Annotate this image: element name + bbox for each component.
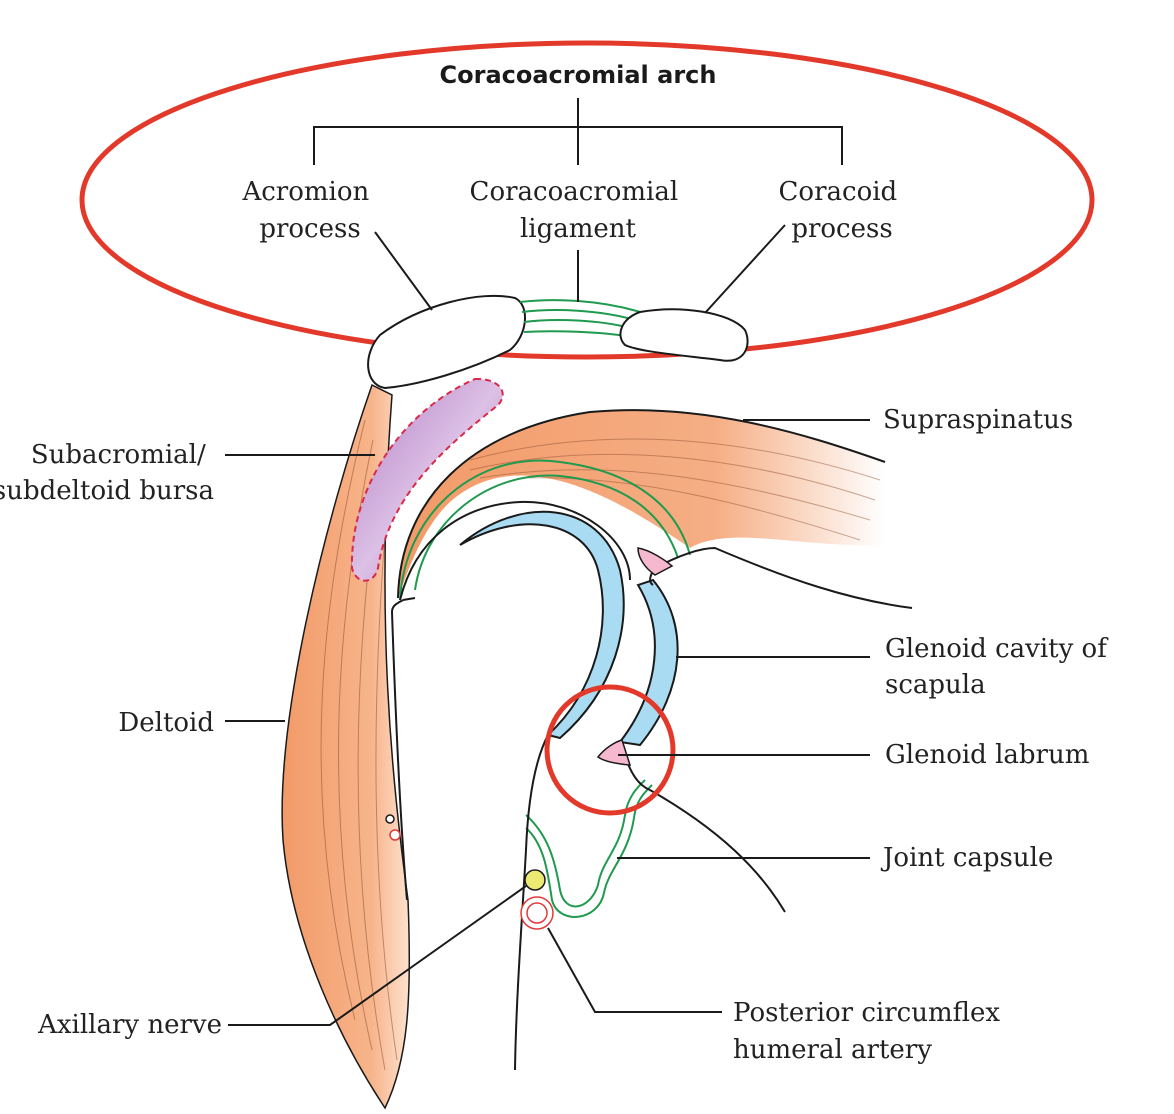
glenoid-labrum-lower xyxy=(596,739,632,766)
leader-lines xyxy=(225,224,870,1026)
axillary-nerve-icon xyxy=(524,869,546,891)
label-coracoacromial-ligament: Coracoacromial ligament xyxy=(470,177,687,244)
label-glenoid-labrum: Glenoid labrum xyxy=(885,740,1089,770)
leader-artery xyxy=(547,927,722,1013)
title-bracket xyxy=(313,98,843,165)
label-axillary-nerve: Axillary nerve xyxy=(37,1010,222,1040)
label-acromion-process: Acromion process xyxy=(241,177,377,244)
glenoid-labrum-upper xyxy=(637,547,674,576)
leader-coracoid xyxy=(704,224,786,314)
subacromial-bursa xyxy=(350,377,504,582)
arch-highlight-ellipse xyxy=(79,40,1095,360)
diagram-title: Coracoacromial arch xyxy=(440,61,717,89)
leader-axillary-nerve xyxy=(228,885,527,1026)
label-bursa: Subacromial/ subdeltoid bursa xyxy=(0,440,214,506)
label-supraspinatus: Supraspinatus xyxy=(883,405,1073,435)
acromion-bone xyxy=(367,294,527,390)
label-deltoid: Deltoid xyxy=(118,708,214,738)
labrum-highlight-circle xyxy=(544,684,676,816)
small-artery-icon xyxy=(389,829,401,841)
humeral-head xyxy=(399,500,631,601)
coracoid-bone xyxy=(619,308,749,362)
label-coracoid-process: Coracoid process xyxy=(779,177,906,244)
label-posterior-circumflex-artery: Posterior circumflex humeral artery xyxy=(733,998,1008,1065)
supraspinatus-muscle xyxy=(397,409,886,599)
small-vessel-icon xyxy=(385,814,395,824)
leader-acromion xyxy=(374,231,433,311)
label-glenoid-cavity: Glenoid cavity of scapula xyxy=(885,634,1115,700)
label-joint-capsule: Joint capsule xyxy=(880,843,1053,873)
glenoid-cavity-cartilage xyxy=(618,578,679,747)
humeral-head-cartilage xyxy=(459,510,625,740)
posterior-circumflex-artery-icon xyxy=(520,896,554,930)
humerus xyxy=(390,597,549,1071)
